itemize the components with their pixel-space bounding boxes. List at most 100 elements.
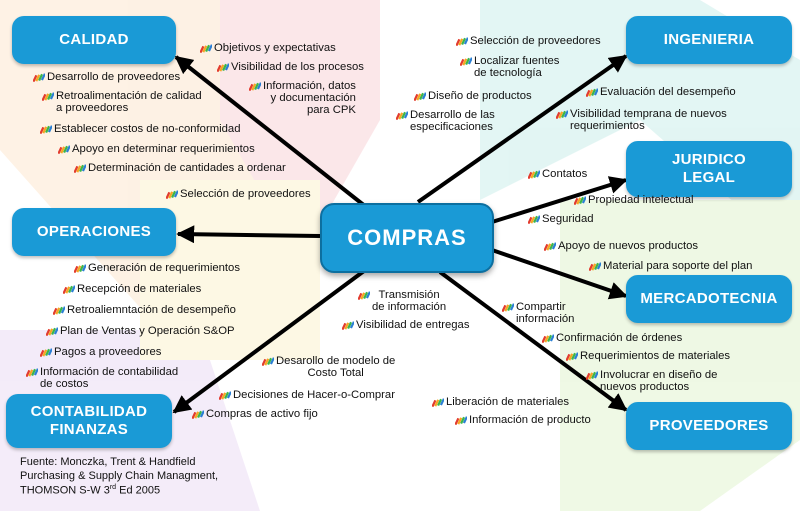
item-ope-plan: Plan de Ventas y Operación S&OP bbox=[45, 325, 235, 339]
pencils-icon bbox=[73, 163, 87, 174]
pencils-icon bbox=[565, 351, 579, 362]
arrow-to-proveedores bbox=[438, 270, 628, 412]
box-proveedores: PROVEEDORES bbox=[626, 402, 792, 450]
item-jur-seguridad: Seguridad bbox=[527, 213, 594, 227]
arrow-to-ingenieria bbox=[416, 54, 628, 204]
pencils-icon bbox=[165, 189, 179, 200]
box-contabilidad-finanzas: CONTABILIDAD FINANZAS bbox=[6, 394, 172, 448]
item-con-decisiones: Decisiones de Hacer-o-Comprar bbox=[218, 389, 395, 403]
item-cal-objetivos: Objetivos y expectativas bbox=[199, 42, 336, 56]
pencils-icon bbox=[501, 302, 515, 313]
pencils-icon bbox=[413, 91, 427, 102]
pencils-icon bbox=[32, 72, 46, 83]
pencils-icon bbox=[57, 144, 71, 155]
item-ing-diseno: Diseño de productos bbox=[413, 90, 532, 104]
item-con-activo: Compras de activo fijo bbox=[191, 408, 318, 422]
item-con-pagos: Pagos a proveedores bbox=[39, 346, 161, 360]
item-pro-visibilidad: Visibilidad de entregas bbox=[341, 319, 469, 333]
arrow-to-calidad bbox=[174, 55, 372, 212]
box-operaciones-label: OPERACIONES bbox=[36, 223, 152, 241]
pencils-icon bbox=[431, 397, 445, 408]
pencils-icon bbox=[52, 305, 66, 316]
box-proveedores-label: PROVEEDORES bbox=[649, 417, 769, 435]
pencils-icon bbox=[585, 87, 599, 98]
pencils-icon bbox=[341, 320, 355, 331]
pencils-icon bbox=[395, 110, 409, 121]
pencils-icon bbox=[261, 356, 275, 367]
pencils-icon bbox=[527, 169, 541, 180]
arrow-to-juridico bbox=[491, 176, 628, 224]
source-line2: Purchasing & Supply Chain Managment, bbox=[20, 469, 219, 482]
arrow-to-operaciones bbox=[176, 225, 321, 244]
box-juridico-line1: JURIDICO bbox=[671, 151, 747, 169]
arrow-to-mercadotecnia bbox=[491, 248, 628, 300]
pencils-icon bbox=[25, 367, 39, 378]
pencils-icon bbox=[588, 261, 602, 272]
pencils-icon bbox=[527, 214, 541, 225]
source-line3: THOMSON S-W 3rd Ed 2005 bbox=[20, 483, 161, 497]
box-contabilidad-label: CONTABILIDAD FINANZAS bbox=[31, 403, 148, 438]
item-ope-generacion: Generación de requerimientos bbox=[73, 262, 240, 276]
pencils-icon bbox=[39, 347, 53, 358]
pencils-icon bbox=[199, 43, 213, 54]
item-ope-retro: Retroaliemntación de desempeño bbox=[52, 304, 236, 318]
item-pro-liberacion: Liberación de materiales bbox=[431, 396, 569, 410]
item-cal-visibilidad: Visibilidad de los procesos bbox=[216, 61, 364, 75]
source-citation: Fuente: Monczka, Trent & Handfield Purch… bbox=[20, 456, 218, 498]
box-ingenieria: INGENIERIA bbox=[626, 16, 792, 64]
box-ingenieria-label: INGENIERIA bbox=[663, 31, 755, 49]
item-cal-apoyo: Apoyo en determinar requerimientos bbox=[57, 143, 255, 157]
box-juridico-legal: JURIDICO LEGAL bbox=[626, 141, 792, 197]
pencils-icon bbox=[454, 415, 468, 426]
box-juridico-line2: LEGAL bbox=[682, 169, 736, 186]
pencils-icon bbox=[573, 195, 587, 206]
bg-arrow-orange bbox=[0, 0, 320, 330]
pencils-icon bbox=[62, 284, 76, 295]
box-contabilidad-line2: FINANZAS bbox=[49, 421, 129, 438]
pencils-icon bbox=[218, 390, 232, 401]
source-line1: Fuente: Monczka, Trent & Handfield bbox=[20, 456, 196, 468]
bg-arrow-pink bbox=[220, 0, 380, 260]
box-juridico-label: JURIDICO LEGAL bbox=[672, 151, 746, 186]
bg-arrow-teal bbox=[480, 0, 800, 260]
pencils-icon bbox=[357, 290, 371, 301]
pencils-icon bbox=[41, 91, 55, 102]
item-jur-propiedad: Propiedad intelectual bbox=[573, 194, 694, 208]
item-mer-apoyo: Apoyo de nuevos productos bbox=[543, 240, 698, 254]
box-operaciones: OPERACIONES bbox=[12, 208, 176, 256]
item-ing-evaluacion: Evaluación del desempeño bbox=[585, 86, 736, 100]
box-calidad: CALIDAD bbox=[12, 16, 176, 64]
pencils-icon bbox=[543, 241, 557, 252]
box-compras: COMPRAS bbox=[320, 203, 494, 273]
item-jur-contatos: Contatos bbox=[527, 168, 587, 182]
item-ope-seleccion: Selección de proveedores bbox=[165, 188, 311, 202]
pencils-icon bbox=[191, 409, 205, 420]
pencils-icon bbox=[39, 124, 53, 135]
item-pro-requerimientos: Requerimientos de materiales bbox=[565, 350, 730, 364]
item-mer-material: Material para soporte del plan bbox=[588, 260, 752, 274]
pencils-icon bbox=[248, 81, 262, 92]
item-pro-confirmacion: Confirmación de órdenes bbox=[541, 332, 682, 346]
box-mercadotecnia-label: MERCADOTECNIA bbox=[640, 290, 778, 308]
item-pro-informacion: Información de producto bbox=[454, 414, 591, 428]
pencils-icon bbox=[455, 36, 469, 47]
pencils-icon bbox=[555, 109, 569, 120]
arrow-to-contabilidad bbox=[172, 266, 370, 414]
box-calidad-label: CALIDAD bbox=[59, 31, 129, 49]
box-compras-label: COMPRAS bbox=[347, 225, 467, 251]
item-cal-costos: Establecer costos de no-conformidad bbox=[39, 123, 241, 137]
item-cal-cantidades: Determinación de cantidades a ordenar bbox=[73, 162, 286, 176]
box-mercadotecnia: MERCADOTECNIA bbox=[626, 275, 792, 323]
item-ing-seleccion: Selección de proveedores bbox=[455, 35, 601, 49]
item-cal-desarrollo: Desarrollo de proveedores bbox=[32, 71, 180, 85]
